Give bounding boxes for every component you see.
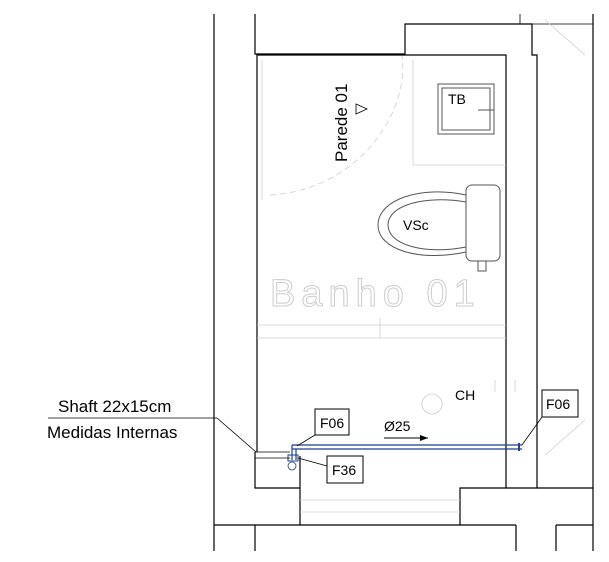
tag-f06-left-text: F06 <box>320 415 344 431</box>
tag-f06-left: F06 <box>296 408 350 447</box>
water-pipe: Ø25 <box>287 418 522 471</box>
shaft-label-line2: Medidas Internas <box>47 423 177 442</box>
shower-fixture: CH <box>421 387 475 415</box>
toilet-fixture: VSc <box>377 184 501 272</box>
tag-f36: F36 <box>297 455 364 484</box>
tag-f36-text: F36 <box>332 462 356 478</box>
pipe-diameter-label: Ø25 <box>384 418 411 434</box>
wall-label: Parede 01 <box>332 84 351 162</box>
secondary-lines <box>257 19 586 513</box>
tb-label: TB <box>448 91 466 107</box>
tb-fixture: TB <box>437 83 495 135</box>
walls <box>213 14 594 551</box>
vsc-label: VSc <box>403 217 429 233</box>
tag-f06-right-text: F06 <box>546 396 570 412</box>
shaft-label-line1: Shaft 22x15cm <box>58 397 171 416</box>
ch-label: CH <box>455 387 475 403</box>
tag-f06-right: F06 <box>521 389 579 446</box>
shaft-callout: Shaft 22x15cm Medidas Internas <box>47 397 290 459</box>
view-marker-icon <box>355 103 368 115</box>
room-name: Banho 01 <box>270 273 481 315</box>
